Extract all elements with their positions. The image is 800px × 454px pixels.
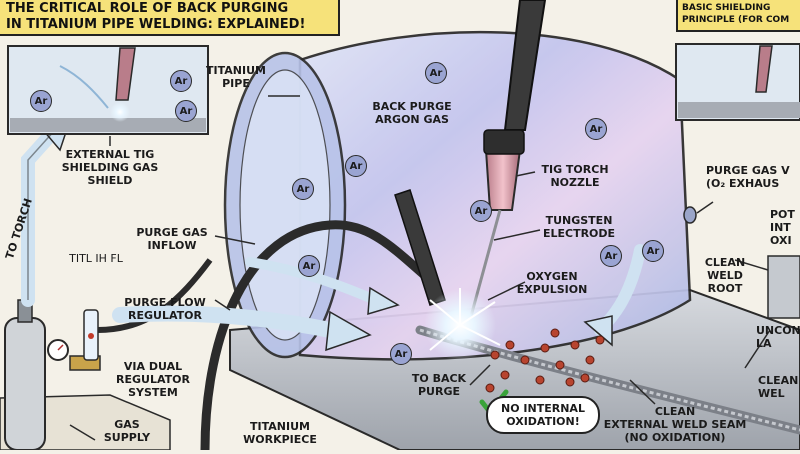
purge-vent-port (683, 206, 697, 224)
label-stray-text: TITL IH FL (69, 252, 123, 265)
purge-inflow-arrow-2 (245, 257, 380, 305)
label-tig-torch-nozzle: TIG TORCH NOZZLE (541, 163, 609, 189)
label-uncont-la: UNCONT LA (756, 324, 800, 350)
purge-inflow-arrow (112, 305, 338, 338)
argon-marker: Ar (345, 155, 367, 177)
argon-marker: Ar (30, 90, 52, 112)
label-to-back-purge: TO BACK PURGE (411, 372, 467, 398)
tig-torch-collet (483, 129, 525, 155)
label-titanium-pipe: TITANIUM PIPE (206, 64, 266, 90)
label-purge-flow-regulator: PURGE FLOW REGULATOR (124, 296, 206, 322)
label-pot-int-oxi: POT INT OXI (770, 208, 795, 247)
label-clean-we: CLEAN WEL (758, 374, 799, 400)
argon-marker: Ar (425, 62, 447, 84)
inset-nozzle (115, 47, 136, 101)
leader-lines (69, 95, 771, 441)
argon-marker: Ar (600, 245, 622, 267)
label-tungsten-electrode: TUNGSTEN ELECTRODE (542, 214, 616, 240)
no-oxidation-bubble (486, 396, 600, 434)
label-no-internal-oxidation: NO INTERNAL OXIDATION! (501, 402, 585, 428)
label-external-tig-shield: EXTERNAL TIG SHIELDING GAS SHIELD (61, 148, 159, 187)
argon-marker: Ar (170, 70, 192, 92)
label-via-dual-regulator: VIA DUAL REGULATOR SYSTEM (116, 360, 190, 399)
inset-plate (10, 118, 206, 132)
gas-cylinder (4, 317, 46, 451)
argon-marker: Ar (642, 240, 664, 262)
label-clean-weld-root: CLEAN WELD ROOT (704, 256, 746, 295)
argon-marker: Ar (390, 343, 412, 365)
label-clean-external-weld: CLEAN EXTERNAL WELD SEAM (NO OXIDATION) (603, 405, 747, 444)
flowmeter-ball (88, 333, 94, 339)
tig-torch-body (503, 0, 547, 131)
page-title: THE CRITICAL ROLE OF BACK PURGING IN TIT… (0, 0, 340, 36)
inset-arc (110, 102, 130, 122)
pipe-inner-bore (239, 69, 331, 341)
argon-marker: Ar (585, 118, 607, 140)
weld-arc-sparks (429, 288, 501, 351)
side-panel-title: BASIC SHIELDING PRINCIPLE (FOR COM (676, 0, 800, 32)
argon-marker: Ar (292, 178, 314, 200)
purge-inflow-arrow-head (325, 310, 372, 352)
label-purge-gas-inflow: PURGE GAS INFLOW (136, 226, 208, 252)
label-back-purge-argon: BACK PURGE ARGON GAS (372, 100, 452, 126)
inset-gas-flow (59, 65, 109, 109)
argon-marker: Ar (470, 200, 492, 222)
tig-torch-cable (200, 220, 433, 451)
purge-exhaust-arrow-head (583, 315, 613, 347)
purge-inflow-arrow-2-head (367, 286, 400, 316)
label-purge-gas-vent: PURGE GAS V (O₂ EXHAUS (706, 164, 790, 190)
oxygen-molecules (485, 328, 605, 393)
label-gas-supply: GAS SUPPLY (103, 418, 151, 444)
argon-marker: Ar (298, 255, 320, 277)
argon-marker: Ar (175, 100, 197, 122)
label-titanium-workpiece: TITANIUM WORKPIECE (243, 420, 317, 446)
label-oxygen-expulsion: OXYGEN EXPULSION (516, 270, 588, 296)
weld-root-inset (767, 255, 800, 319)
